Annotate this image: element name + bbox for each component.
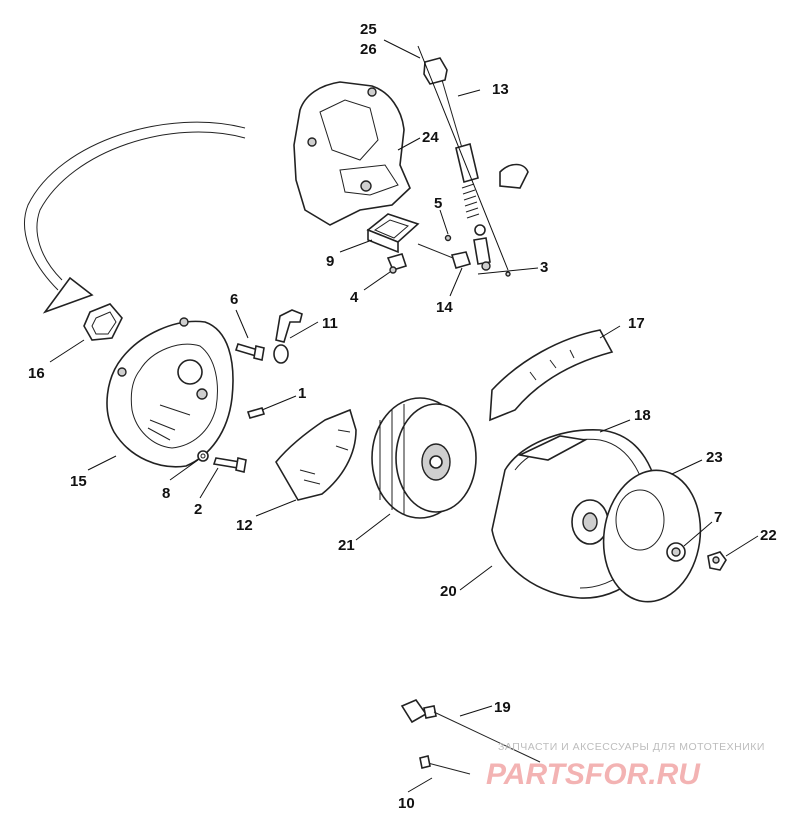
callout-7: 7: [714, 509, 722, 526]
callout-5: 5: [434, 195, 442, 212]
linkage-rod-part-14: [417, 234, 472, 269]
callout-10: 10: [398, 795, 415, 812]
screw-part-2: [212, 457, 247, 473]
leader-lines: [49, 39, 759, 793]
callout-22: 22: [760, 527, 777, 544]
callout-21: 21: [338, 537, 355, 554]
callout-9: 9: [326, 253, 334, 270]
assembly-direction-arrow: [24, 121, 246, 314]
callout-3: 3: [540, 259, 548, 276]
bracket-plate-part-9: [366, 213, 420, 274]
screw-part-6: [234, 343, 265, 361]
watermark-caption: ЗАПЧАСТИ И АКСЕССУАРЫ ДЛЯ МОТОТЕХНИКИ: [498, 741, 765, 753]
callout-2: 2: [194, 501, 202, 518]
watermark: ЗАПЧАСТИ И АКСЕССУАРЫ ДЛЯ МОТОТЕХНИКИ PA…: [486, 741, 765, 791]
washer-part-8: [197, 450, 209, 462]
callout-16: 16: [28, 365, 45, 382]
callout-15: 15: [70, 473, 87, 490]
callout-4: 4: [350, 289, 359, 306]
watermark-logo: PARTSFOR.RU: [486, 758, 701, 791]
shield-part-12: [275, 408, 357, 501]
screw-part-1: [246, 407, 266, 419]
probe-part-19: [400, 699, 541, 763]
handle-housing-part-24: [293, 81, 411, 226]
callout-11: 11: [322, 315, 338, 332]
callout-8: 8: [162, 485, 170, 502]
callout-12: 12: [236, 517, 253, 534]
callout-14: 14: [436, 299, 453, 316]
callout-18: 18: [634, 407, 651, 424]
flywheel-part-21: [371, 397, 477, 519]
callout-20: 20: [440, 583, 457, 600]
guard-part-17: [489, 329, 614, 422]
callout-6: 6: [230, 291, 238, 308]
gasket-part-16: [83, 303, 123, 341]
callout-17: 17: [628, 315, 645, 332]
bolt-part-22: [707, 551, 727, 571]
callout-24: 24: [422, 129, 439, 146]
callout-1: 1: [298, 385, 306, 402]
callout-labels: 25 26 13 24 5 9 3 4 14 6 11 17 16 1 18 2…: [28, 21, 777, 812]
callout-13: 13: [492, 81, 509, 98]
clip-part-10: [419, 755, 471, 775]
cap-part-7: [666, 542, 686, 562]
disc-part-23: [602, 469, 702, 603]
housing-part-15: [106, 317, 234, 468]
knob-part-11: [273, 309, 303, 364]
callout-26: 26: [360, 41, 377, 58]
callout-25: 25: [360, 21, 377, 38]
callout-23: 23: [706, 449, 723, 466]
callout-19: 19: [494, 699, 511, 716]
